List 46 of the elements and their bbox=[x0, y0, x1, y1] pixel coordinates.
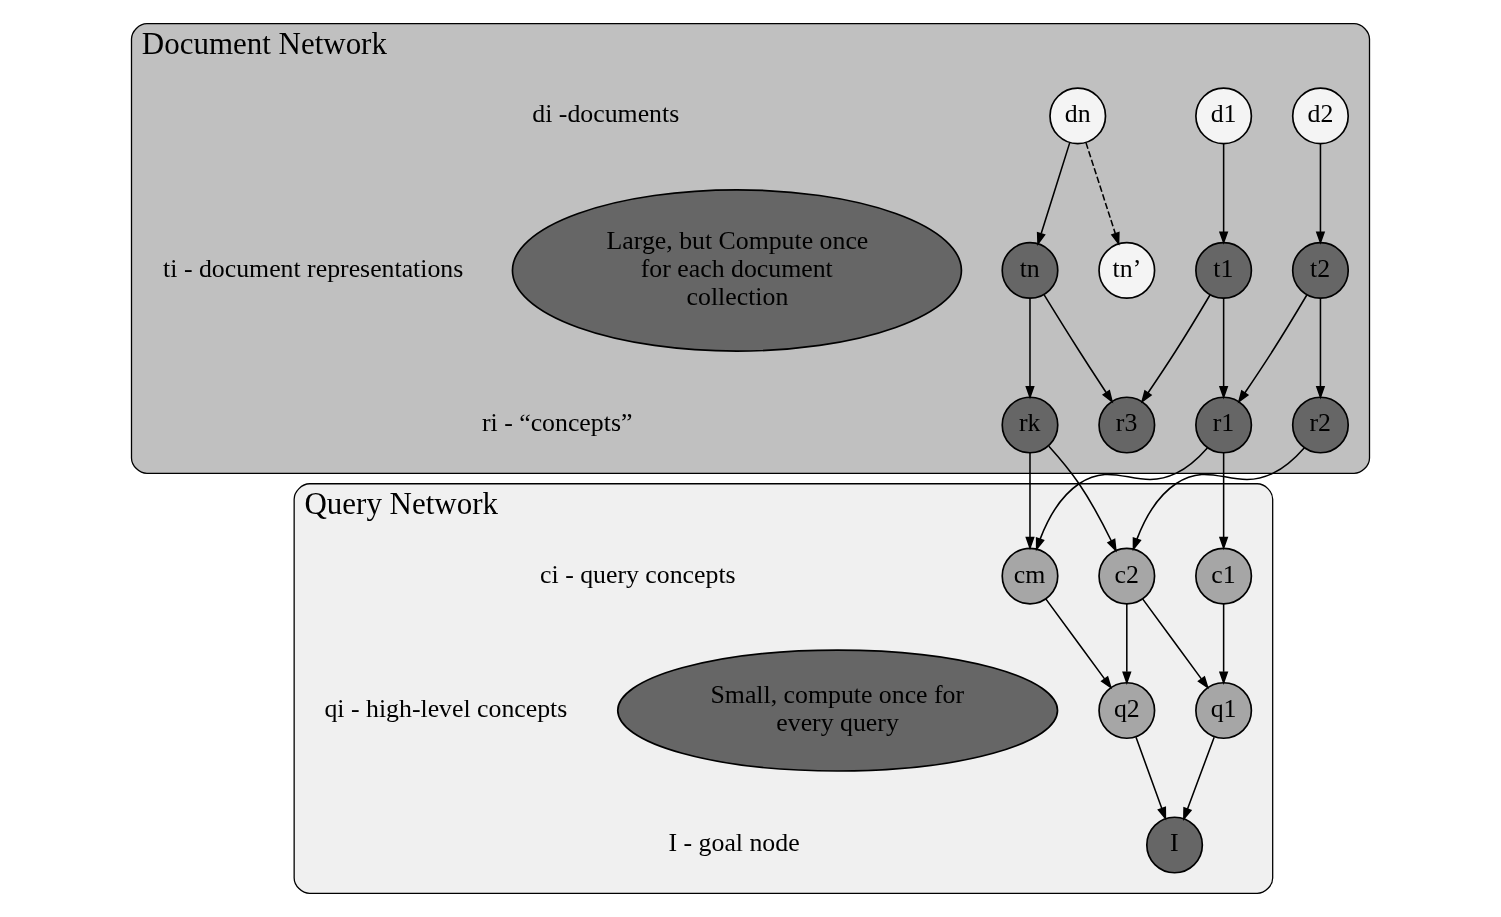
node-circle: q2 bbox=[1098, 681, 1156, 740]
node-circle: dn bbox=[1049, 87, 1107, 145]
arrow bbox=[1315, 142, 1326, 245]
arrow bbox=[1122, 603, 1132, 685]
arrow bbox=[1315, 297, 1326, 400]
node-circle: cm bbox=[1001, 547, 1059, 605]
node-ellipse: Large, but Compute once for each document collection bbox=[511, 189, 963, 352]
arrow bbox=[1085, 141, 1120, 246]
arrow bbox=[1048, 445, 1117, 553]
arrow bbox=[1142, 598, 1209, 690]
arrow bbox=[1237, 293, 1308, 404]
label: di -documents bbox=[532, 99, 680, 129]
arrow bbox=[1036, 141, 1071, 246]
arrow bbox=[1025, 297, 1035, 400]
node-circle: c2 bbox=[1098, 547, 1156, 605]
node-circle: I bbox=[1146, 816, 1204, 874]
node-circle: rk bbox=[1001, 396, 1059, 454]
arrow bbox=[1218, 297, 1229, 400]
arrow bbox=[1218, 603, 1229, 685]
arrow bbox=[1025, 452, 1035, 551]
label: ri - “concepts” bbox=[481, 408, 633, 438]
arrow bbox=[1135, 736, 1167, 821]
node-circle: c1 bbox=[1195, 547, 1253, 605]
node-circle: tn bbox=[1001, 241, 1059, 300]
arrow bbox=[1183, 736, 1215, 821]
label: ci - query concepts bbox=[540, 559, 736, 589]
label: ti - document representations bbox=[163, 253, 464, 283]
arrow bbox=[1035, 447, 1209, 552]
label: I - goal node bbox=[668, 828, 800, 858]
arrow bbox=[1045, 598, 1113, 690]
node-circle: d1 bbox=[1195, 87, 1253, 145]
node-circle: q1 bbox=[1195, 681, 1253, 740]
arrow bbox=[1140, 293, 1211, 404]
arrow bbox=[1218, 142, 1229, 245]
arrow bbox=[1218, 452, 1229, 551]
node-circle: t1 bbox=[1195, 241, 1253, 300]
node-circle: r1 bbox=[1195, 396, 1253, 454]
node-circle: r3 bbox=[1098, 396, 1156, 454]
node-circle: t2 bbox=[1291, 241, 1350, 300]
node-circle: tn’ bbox=[1098, 241, 1156, 300]
arrow bbox=[1043, 293, 1114, 404]
node-circle: r2 bbox=[1291, 396, 1350, 454]
label: qi - high-level concepts bbox=[324, 693, 568, 723]
node-ellipse: Small, compute once for every query bbox=[616, 649, 1059, 772]
arrow bbox=[1132, 447, 1305, 552]
node-circle: d2 bbox=[1291, 87, 1350, 145]
